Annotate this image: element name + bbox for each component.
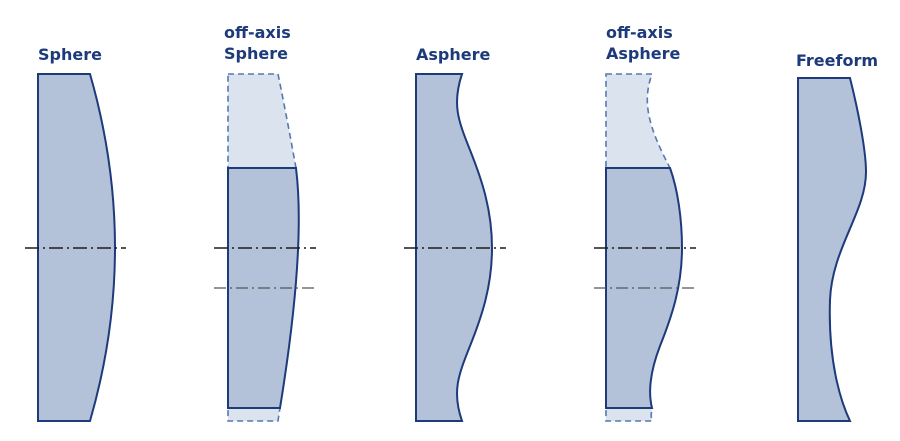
freeform-label: Freeform (796, 50, 878, 71)
off-axis-asphere-parent-top (605, 73, 672, 169)
sphere-label-text: Sphere (38, 45, 102, 64)
off-axis-asphere-label-line1: off-axis (606, 23, 673, 42)
off-axis-asphere-label: off-axis Asphere (606, 22, 680, 64)
off-axis-sphere-parent-top (227, 73, 297, 169)
off-axis-asphere-parent-bottom (605, 407, 654, 422)
off-axis-sphere-label: off-axis Sphere (224, 22, 291, 64)
asphere-label-text: Asphere (416, 45, 491, 64)
off-axis-sphere-parent-bottom (227, 407, 281, 422)
sphere-label: Sphere (38, 44, 102, 65)
off-axis-sphere-label-line2: Sphere (224, 44, 288, 63)
asphere-label: Asphere (416, 44, 490, 65)
off-axis-asphere-label-line2: Asphere (606, 44, 681, 63)
freeform-label-text: Freeform (796, 51, 879, 70)
off-axis-sphere-label-line1: off-axis (224, 23, 291, 42)
freeform-lens-shape (797, 77, 868, 422)
